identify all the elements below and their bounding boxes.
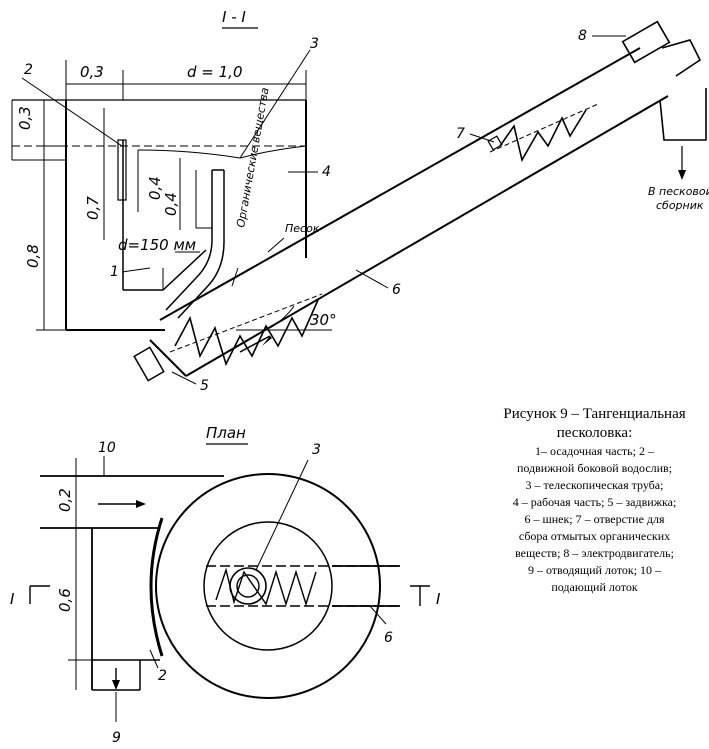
caption-line: 6 – шнек; 7 – отверстие для [524,512,665,526]
num-9: 9 [112,730,121,746]
figure-caption: Рисунок 9 – Тангенциальная песколовка: 1… [480,405,709,596]
section-mark-left: I [10,590,15,608]
dim-h-08: 0,8 [24,244,42,268]
num-5: 5 [200,378,209,394]
dim-h-03: 0,3 [16,106,34,130]
dim-pipe-d: d=150 мм [118,236,196,254]
tank-inner-circle [203,521,333,651]
num-4: 4 [322,164,331,180]
num-3-plan: 3 [312,442,321,458]
screw-housing-bottom [185,95,669,377]
water-surface-curve [137,145,307,159]
caption-line: подающий лоток [551,580,638,594]
dim-h-07: 0,7 [84,196,102,220]
screw-plan [215,567,317,607]
section-view: I - I 0,3 d = 1,0 [11,8,709,394]
dim-angle: 30° [310,311,337,329]
num-3: 3 [310,36,319,52]
num-8: 8 [578,28,587,44]
plan-view: План 0,2 0,6 I I [10,424,441,746]
caption-line: 1– осадочная часть; 2 – [535,444,654,458]
tank-outer-circle [155,473,381,699]
gate-valve [133,346,165,382]
caption-line: 4 – рабочая часть; 5 – задвижка; [512,495,677,509]
screw-spiral-lower [169,293,323,367]
dim-d-top: d = 1,0 [187,63,242,81]
num-2-plan: 2 [158,668,167,684]
section-mark-right: I [436,590,441,608]
num-2: 2 [24,62,33,78]
plan-title: План [206,424,246,442]
organic-hole [487,135,503,151]
weir-arc [149,517,164,657]
screw-spiral-upper [489,103,599,163]
num-1: 1 [110,264,119,280]
caption-line: веществ; 8 – электродвигатель; [515,546,674,560]
dim-plan-06: 0,6 [56,588,74,612]
section-title: I - I [222,8,246,26]
caption-title: Рисунок 9 – Тангенциальная [503,406,686,422]
motor [621,20,671,64]
caption-line: сбора отмытых органических [518,529,671,543]
collector-label-2: сборник [656,199,704,212]
side-weir [117,139,127,201]
dim-h-04a: 0,4 [146,176,164,200]
collector-label-1: В песковой [648,185,709,198]
caption-line: 3 – телескопическая труба; [525,478,664,492]
caption-subtitle: песколовка: [556,425,633,441]
outlet-chute [659,88,707,141]
dim-h-04b: 0,4 [162,192,180,216]
dim-plan-02: 0,2 [56,488,74,512]
num-7: 7 [456,126,465,142]
sand-label: Песок [285,222,320,235]
organic-label: Органические вещества [234,86,271,228]
num-10: 10 [98,440,116,456]
num-6-plan: 6 [384,630,393,646]
dim-w-03: 0,3 [80,63,104,81]
caption-line: подвижной боковой водослив; [516,461,673,475]
telescopic-pipe [165,170,213,311]
num-6: 6 [392,282,401,298]
caption-line: 9 – отводящий лоток; 10 – [527,563,662,577]
screw-housing-top [159,47,641,321]
